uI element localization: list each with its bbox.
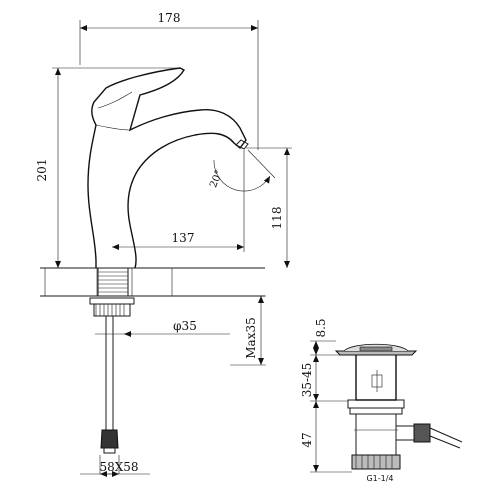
faucet-body	[87, 67, 249, 269]
label-base: 58X58	[99, 460, 138, 474]
dimension-shank-diameter: φ35	[95, 319, 230, 337]
dimension-height: 201	[35, 67, 180, 268]
dimension-reach: 137	[112, 150, 245, 252]
label-max-deck: Max35	[244, 317, 258, 358]
label-drain-range: 35-45	[300, 363, 314, 398]
drain-dimensions: 8.5 35-45 47 G1-1/4	[300, 318, 394, 483]
dimension-spout-height: 118	[246, 147, 292, 268]
faucet-shank	[89, 267, 135, 474]
label-drain-thread: G1-1/4	[366, 474, 393, 483]
dimension-angle: 20°	[208, 149, 276, 192]
faucet-view: 178 201 137 118 20°	[35, 11, 292, 477]
dimension-max-deck: Max35	[230, 295, 266, 366]
label-shank-diameter: φ35	[173, 319, 197, 333]
dimension-width: 178	[79, 11, 259, 150]
label-drain-body: 47	[300, 432, 314, 447]
drain-body	[347, 355, 463, 470]
dimension-base: 58X58	[80, 460, 150, 477]
drain-cap	[334, 343, 418, 356]
label-reach: 137	[172, 231, 195, 245]
label-angle: 20°	[208, 169, 225, 190]
countertop	[40, 267, 265, 297]
drain-view: 8.5 35-45 47 G1-1/4	[300, 318, 463, 483]
label-width: 178	[158, 11, 181, 25]
label-height: 201	[35, 159, 49, 182]
label-drain-cap: 8.5	[314, 318, 328, 337]
label-spout-height: 118	[270, 207, 284, 230]
